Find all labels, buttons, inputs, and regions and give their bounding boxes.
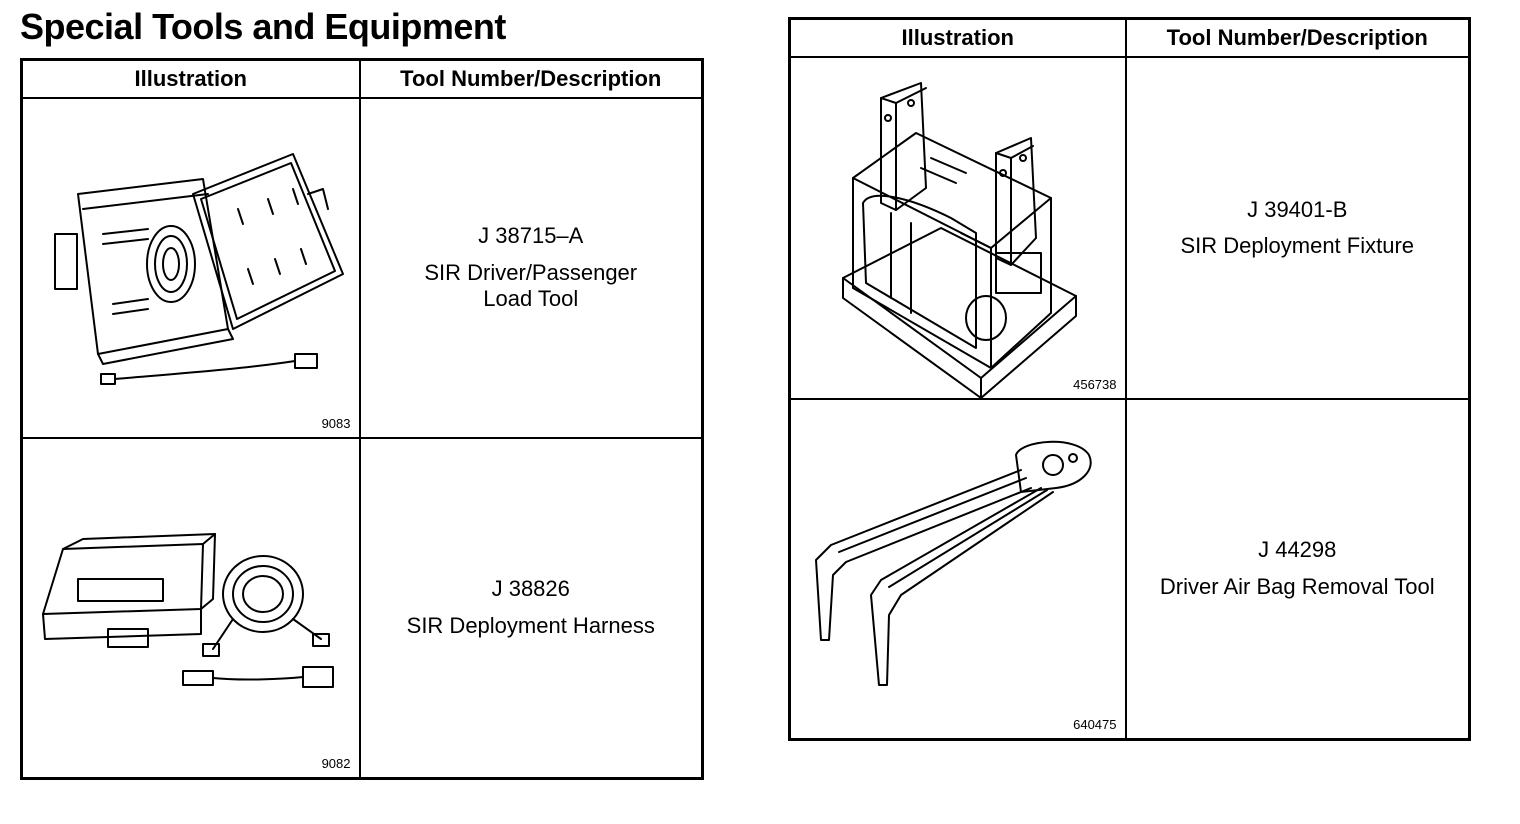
deployment-fixture-icon (842, 82, 1077, 399)
tool-description-cell: J 39401-B SIR Deployment Fixture (1124, 56, 1471, 400)
load-tool-case-icon (54, 153, 344, 385)
tool-header: Tool Number/Description (1124, 17, 1471, 58)
tool-number: J 44298 (1258, 537, 1337, 563)
figure-number: 9082 (321, 755, 351, 771)
tool-description: SIR Deployment Harness (406, 612, 655, 638)
tool-description-cell: J 44298 Driver Air Bag Removal Tool (1124, 398, 1471, 740)
figure-number: 640475 (1073, 716, 1117, 732)
table-row: 640475 J 44298 Driver Air Bag Removal To… (788, 398, 1471, 740)
table-row: 456738 J 39401-B SIR Deployment Fixture (788, 56, 1471, 400)
illustration-cell: 456738 (788, 56, 1127, 400)
air-bag-removal-tool-icon (815, 440, 1092, 686)
tool-number: J 39401-B (1247, 196, 1348, 222)
tool-number: J 38826 (491, 576, 570, 602)
table-header-row: Illustration Tool Number/Description (20, 58, 704, 99)
tool-number: J 38715–A (478, 223, 584, 249)
table-header-row: Illustration Tool Number/Description (788, 17, 1471, 58)
deployment-harness-icon (42, 533, 334, 688)
page-title: Special Tools and Equipment (20, 6, 506, 47)
tool-description-line2: Load Tool (483, 286, 579, 312)
illustration-cell: 9083 (20, 97, 361, 439)
illustration-header: Illustration (788, 17, 1127, 58)
tool-description: SIR Deployment Fixture (1180, 233, 1415, 258)
illustration-cell: 9082 (20, 437, 361, 779)
table-row: 9083 J 38715–A SIR Driver/Passenger Load… (20, 97, 704, 439)
figure-number: 456738 (1073, 377, 1117, 392)
table-row: 9082 J 38826 SIR Deployment Harness (20, 437, 704, 779)
figure-number: 9083 (321, 416, 351, 431)
tool-description-cell: J 38826 SIR Deployment Harness (358, 437, 704, 779)
tool-description-cell: J 38715–A SIR Driver/Passenger Load Tool (358, 97, 704, 439)
tool-header: Tool Number/Description (358, 58, 704, 99)
tool-description: Driver Air Bag Removal Tool (1159, 573, 1435, 599)
tools-table-right: Illustration Tool Number/Description (788, 17, 1471, 741)
tools-table-left: Illustration Tool Number/Description (20, 58, 704, 780)
illustration-header: Illustration (20, 58, 361, 99)
illustration-cell: 640475 (788, 398, 1127, 740)
tool-description: SIR Driver/Passenger (424, 259, 638, 285)
